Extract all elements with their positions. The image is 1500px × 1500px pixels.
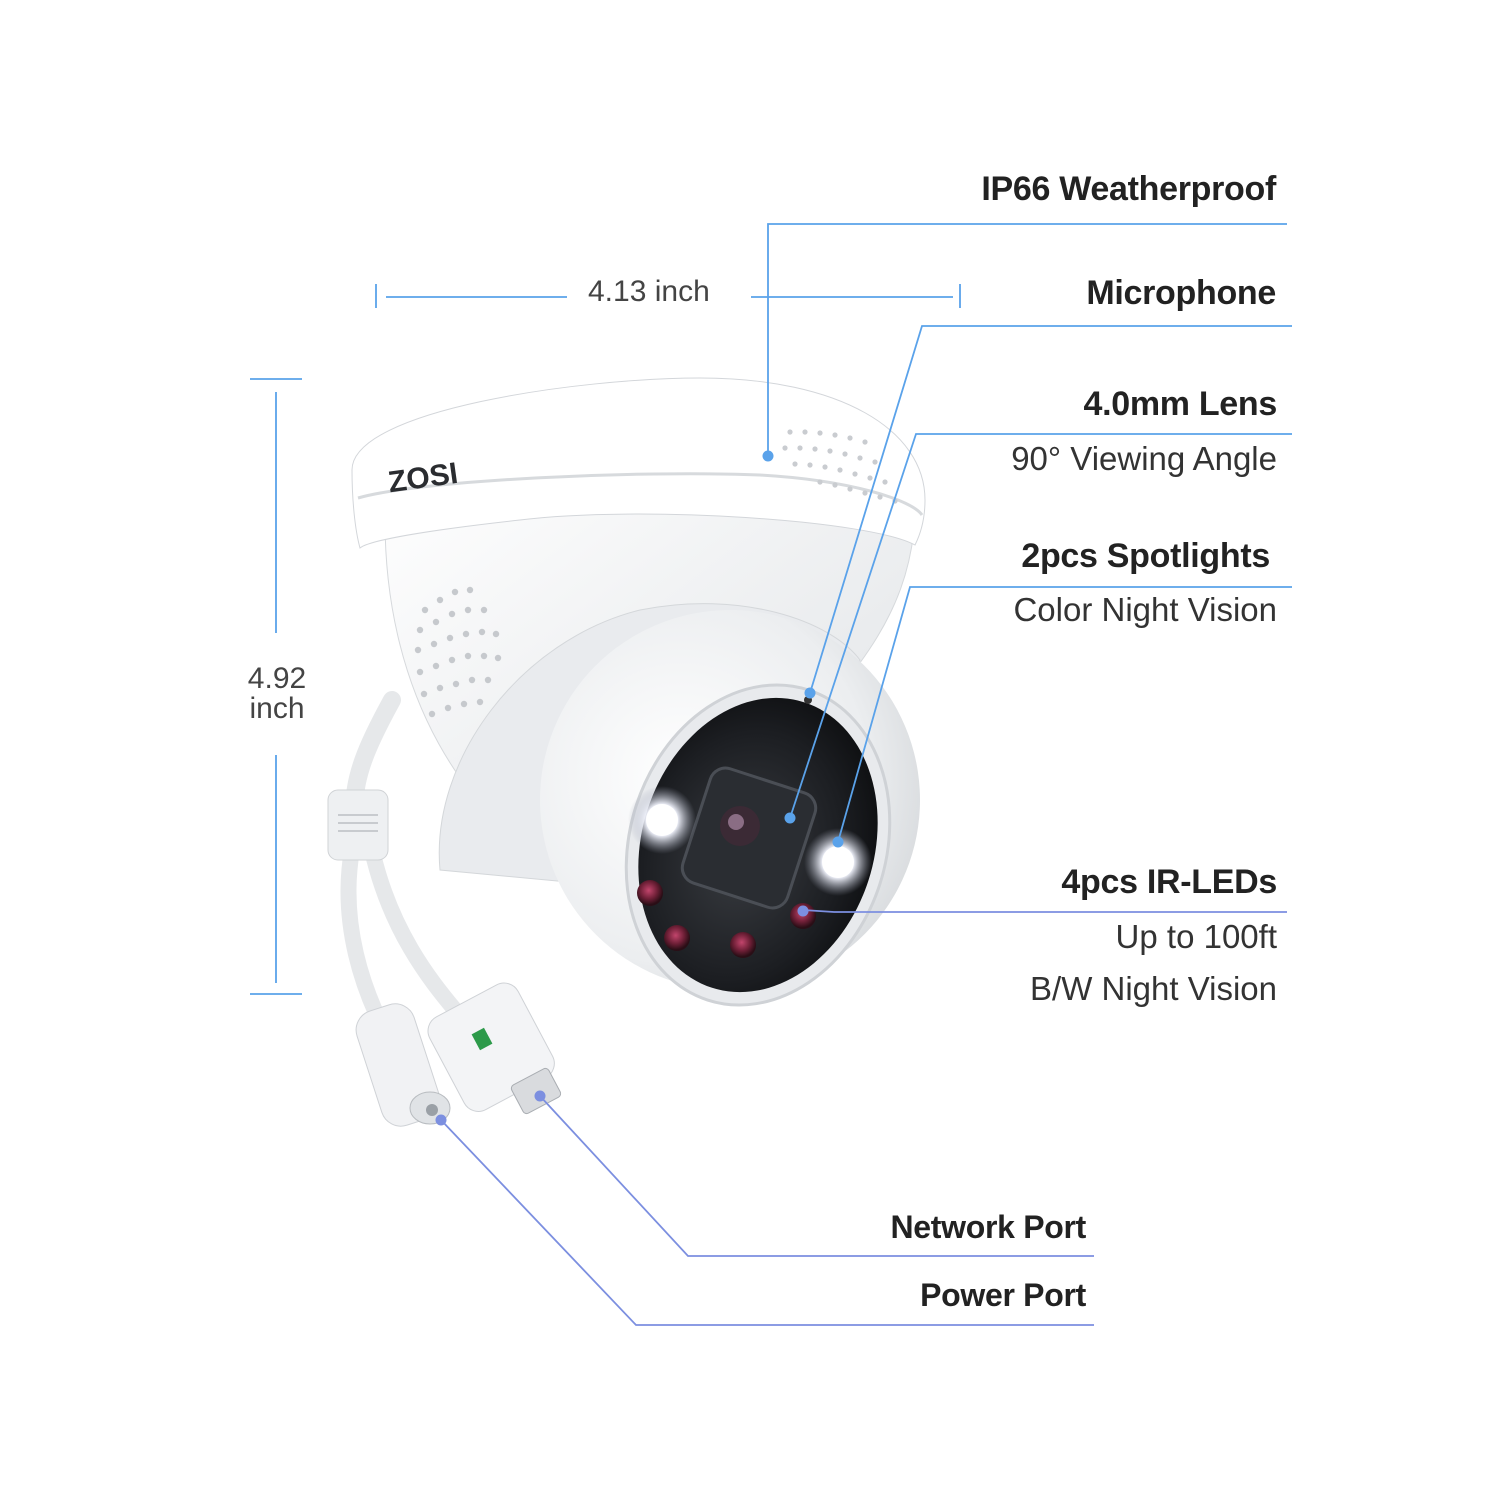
weatherproof-title: IP66 Weatherproof	[981, 170, 1276, 208]
spotlights-title: 2pcs Spotlights	[1021, 537, 1270, 575]
dimension-markers	[250, 284, 961, 995]
leader-lines	[767, 223, 1292, 843]
camera-ball	[438, 603, 920, 1007]
spotlights-subtitle: Color Night Vision	[1013, 591, 1277, 628]
height-value: 4.92	[247, 662, 307, 695]
network-connector-icon	[427, 982, 562, 1115]
ir-led-icon	[664, 925, 690, 951]
lens-subtitle: 90° Viewing Angle	[1011, 440, 1277, 477]
width-dimension-label: 4.13 inch	[588, 275, 710, 308]
lens-title: 4.0mm Lens	[1083, 385, 1277, 423]
network-port-title: Network Port	[890, 1209, 1086, 1245]
microphone-title: Microphone	[1086, 274, 1276, 312]
height-unit: inch	[249, 692, 305, 725]
ir-led-icon	[730, 932, 756, 958]
power-connector-icon	[355, 1003, 451, 1127]
height-dimension-label: 4.92 inch	[222, 664, 332, 724]
cable	[340, 691, 463, 1058]
ir-leds-night-vision: B/W Night Vision	[1030, 970, 1277, 1007]
ir-led-icon	[637, 880, 663, 906]
cable-splitter	[327, 789, 389, 861]
ir-leds-title: 4pcs IR-LEDs	[1061, 863, 1277, 901]
ir-leds-range: Up to 100ft	[1115, 918, 1277, 955]
power-port-title: Power Port	[920, 1277, 1086, 1313]
